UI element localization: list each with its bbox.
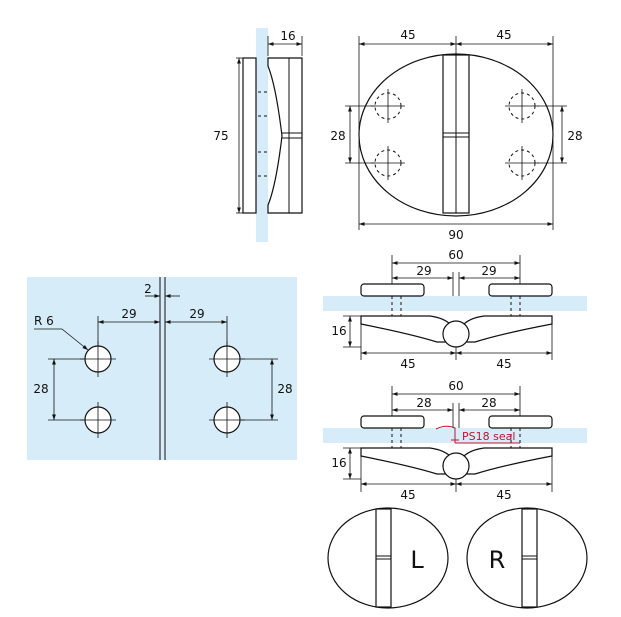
front-total-width: 90 — [448, 228, 463, 242]
section-bottom-hole-offset-left: 28 — [416, 396, 431, 410]
side-plate-back — [242, 57, 257, 214]
cutout-gap-dim: 2 — [144, 282, 152, 296]
section-top-overall-width: 60 — [448, 248, 463, 262]
front-hole-spacing-left: 28 — [330, 129, 345, 143]
glass-panels — [27, 277, 297, 460]
seal-callout: PS18 seal — [435, 425, 520, 444]
front-half-width-left: 45 — [400, 28, 415, 42]
variant-left: L — [327, 507, 449, 609]
front-hole-spacing-right: 28 — [567, 129, 582, 143]
section-bottom-overall-width: 60 — [448, 379, 463, 393]
section-top-clamp-right — [488, 283, 553, 297]
side-plate-front — [267, 57, 303, 214]
variant-left-label: L — [410, 546, 424, 574]
cutout-hole-spacing-left: 28 — [33, 382, 48, 396]
seal-label: PS18 seal — [462, 430, 515, 443]
front-half-width-right: 45 — [496, 28, 511, 42]
section-top-height-dim: 16 — [331, 324, 346, 338]
section-bottom-clamp-right — [488, 415, 553, 429]
variant-right: R — [466, 507, 588, 609]
cutout-holes — [80, 341, 245, 438]
front-holes — [371, 89, 539, 180]
front-view: 45 45 28 28 90 — [330, 28, 582, 242]
section-bottom-half-width-right: 45 — [496, 488, 511, 502]
section-bottom-height-dim: 16 — [331, 456, 346, 470]
side-depth-dim: 16 — [280, 29, 295, 43]
section-bottom-half-width-left: 45 — [400, 488, 415, 502]
variant-right-label: R — [489, 546, 506, 574]
cutout-hole-spacing-right: 28 — [277, 382, 292, 396]
glass-panel-side — [256, 28, 268, 242]
cutout-hole-offset-right: 29 — [189, 307, 204, 321]
section-top-half-width-left: 45 — [400, 357, 415, 371]
section-view-top: 60 29 29 16 45 45 — [323, 248, 587, 371]
side-view: 75 16 — [213, 28, 303, 242]
cutout-hole-offset-left: 29 — [121, 307, 136, 321]
cutout-hole-radius: R 6 — [34, 314, 54, 328]
section-top-hole-offset-left: 29 — [416, 264, 431, 278]
section-top-pin — [442, 320, 470, 348]
section-top-glass — [323, 296, 587, 311]
section-bottom-clamp-left — [360, 415, 425, 429]
section-bottom-hole-offset-right: 28 — [481, 396, 496, 410]
section-top-clamp-left — [360, 283, 425, 297]
section-top-half-width-right: 45 — [496, 357, 511, 371]
side-height-dim: 75 — [213, 129, 228, 143]
section-top-hole-offset-right: 29 — [481, 264, 496, 278]
section-bottom-pin — [442, 452, 470, 480]
section-view-bottom: 60 28 28 PS18 seal 16 45 45 — [323, 379, 587, 502]
glass-cutout-view: 2 29 29 R 6 28 28 — [27, 277, 297, 460]
